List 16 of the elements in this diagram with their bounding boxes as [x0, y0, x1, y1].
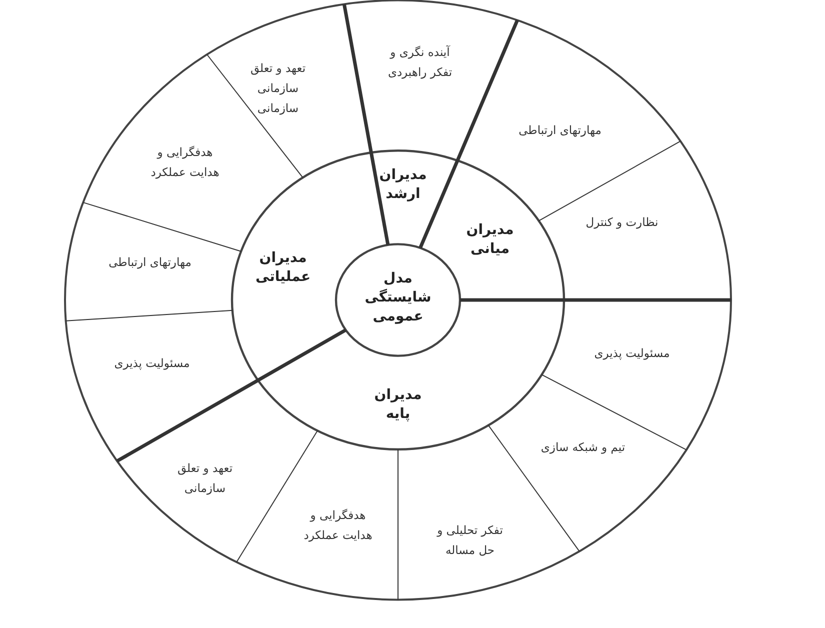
manager-level-label: مدیران ارشد [373, 166, 433, 204]
competency-label: تیم و شبکه سازی [528, 436, 638, 458]
competency-label: تفکر تحلیلی و حل مساله [430, 520, 510, 560]
competency-label: هدفگرایی و هدایت عملکرد [296, 504, 380, 546]
competency-label: مهارتهای ارتباطی [95, 252, 205, 272]
manager-level-label: مدیران میانی [460, 221, 520, 259]
competency-label: مسئولیت پذیری [97, 352, 207, 374]
manager-level-label: مدیران پایه [368, 386, 428, 424]
competency-label: نظارت و کنترل [567, 212, 677, 232]
competency-label: مسئولیت پذیری [577, 342, 687, 364]
competency-label: آینده نگری و تفکر راهبردی [378, 42, 462, 82]
manager-level-label: مدیران عملیاتی [253, 249, 313, 287]
competency-label: مهارتهای ارتباطی [505, 120, 615, 140]
competency-label: تعهد و تعلق سازمانی [168, 458, 242, 498]
competency-label: تعهد و تعلق سازمانی سازمانی [238, 58, 318, 118]
competency-label: هدفگرایی و هدایت عملکرد [142, 142, 228, 182]
